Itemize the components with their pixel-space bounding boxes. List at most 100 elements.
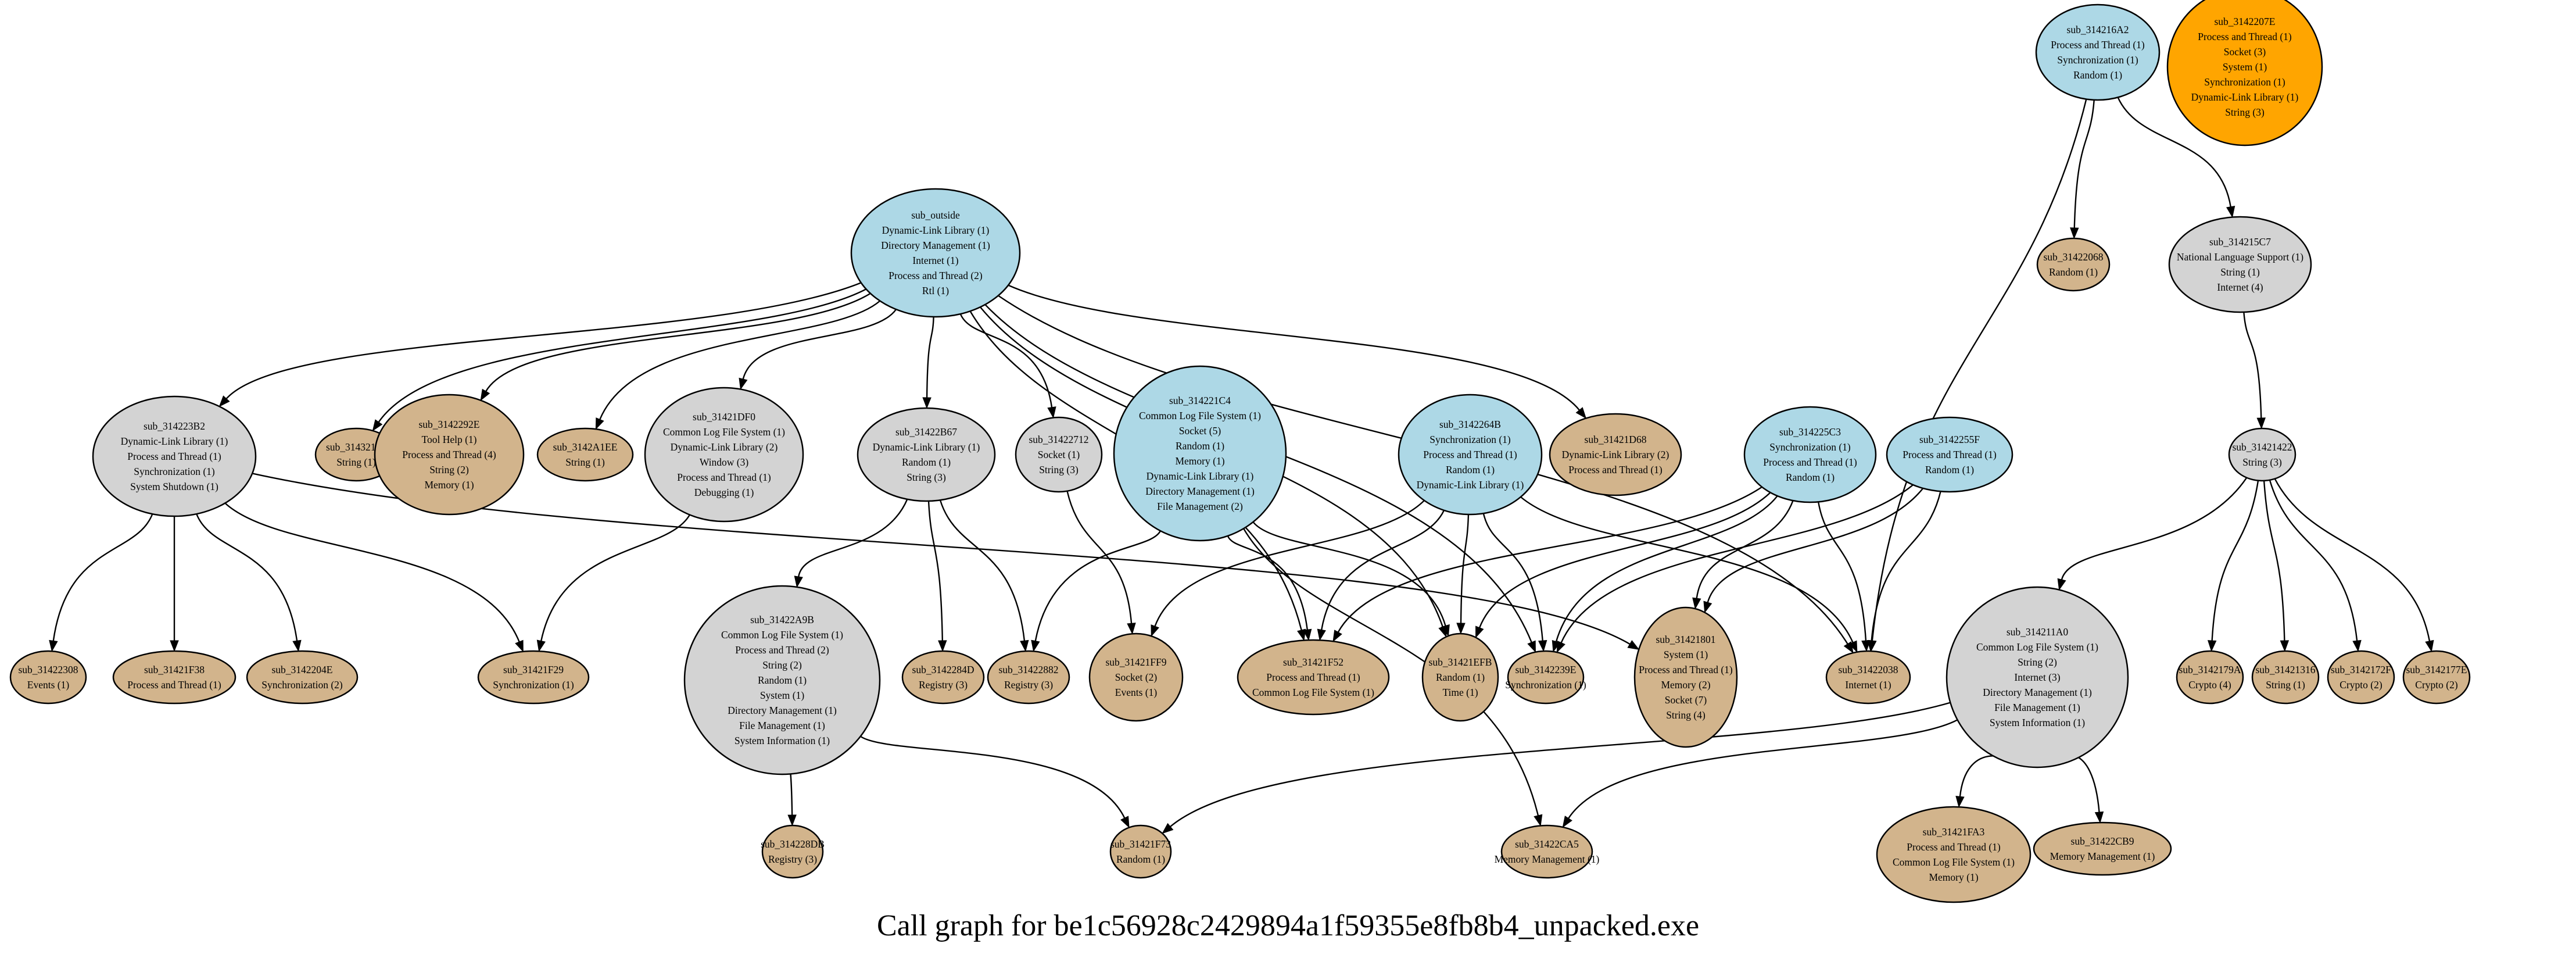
node-shape-internal [644, 387, 804, 523]
edge-sub-outside-to-sub-3142292e [485, 292, 871, 392]
edge-sub-3142264b-to-sub-31421f52 [1321, 510, 1445, 630]
arrowhead-icon [1562, 816, 1572, 828]
node-name: sub_3142179A [2179, 664, 2241, 675]
node-api-category: Process and Thread (1) [1903, 449, 1997, 460]
arrowhead-icon [1317, 628, 1326, 641]
node-api-category: String (2) [429, 464, 469, 476]
arrowhead-icon [2226, 205, 2235, 218]
edge-sub-outside-to-sub-31422b67 [926, 316, 934, 398]
node-shape-leaf [2176, 650, 2244, 705]
edge-sub-314223b2-to-sub-31422308 [52, 513, 153, 641]
arrowhead-icon [1332, 630, 1342, 642]
node-shape-internal [1946, 586, 2129, 768]
node-name: sub_31421D68 [1585, 434, 1647, 445]
node-api-category: Common Log File System (1) [1893, 856, 2015, 868]
node-name: sub_31421FF9 [1105, 656, 1166, 668]
edge-sub-outside-to-sub-31422712 [959, 313, 1053, 407]
node-api-category: Dynamic-Link Library (1) [121, 435, 228, 447]
arrowhead-icon [515, 639, 524, 653]
node-shape-leaf [2033, 821, 2172, 876]
node-shape-internal [92, 395, 257, 517]
node-api-category: Memory Management (1) [1495, 853, 1600, 865]
node-name: sub_31422068 [2043, 251, 2103, 263]
edge-sub-outside-to-sub-31421d68 [1008, 284, 1580, 411]
edge-sub-31422a9b-to-sub-31421f73 [860, 735, 1126, 818]
arrowhead-icon [170, 640, 179, 652]
arrowhead-icon [292, 639, 302, 652]
node-name: sub_314223B2 [144, 420, 205, 432]
arrowhead-icon [1703, 600, 1712, 613]
node-name: sub_31421F38 [144, 664, 205, 675]
arrowhead-icon [787, 814, 797, 827]
node-shape-leaf [1876, 806, 2032, 903]
arrowhead-icon [1303, 628, 1312, 641]
node-shape-leaf [374, 394, 525, 516]
node-name: sub_3142239E [1515, 664, 1577, 675]
edge-sub-31422b67-to-sub-31422882 [939, 499, 1026, 641]
arrowhead-icon [2070, 227, 2079, 240]
node-api-category: Registry (3) [768, 853, 817, 865]
arrowhead-icon [1627, 640, 1640, 650]
node-api-category: Random (1) [1925, 464, 1974, 476]
node-sub-314228db[interactable]: sub_314228DB Registry (3) [761, 824, 825, 879]
edge-sub-3142264b-to-sub-31421ff9 [1154, 500, 1425, 627]
edge-sub-outside-to-sub-31421df0 [742, 309, 897, 380]
node-name: sub_31421422 [2232, 441, 2292, 453]
edge-sub-outside-to-sub-314321f3 [378, 288, 867, 423]
node-shape-leaf [2036, 237, 2111, 292]
node-api-category: Directory Management (1) [881, 240, 990, 251]
node-api-category: Synchronization (1) [1505, 679, 1586, 691]
node-sub-3142239e[interactable]: sub_3142239E Synchronization (1) [1505, 650, 1586, 705]
node-name: sub_31422B67 [895, 426, 957, 438]
node-api-category: Memory Management (1) [2050, 850, 2155, 862]
edge-sub-314225c3-to-sub-31421801 [1696, 500, 1794, 599]
node-api-category: Internet (1) [1845, 679, 1891, 691]
node-shape-leaf [2327, 650, 2395, 705]
node-api-category: Crypto (2) [2415, 679, 2458, 691]
node-shape-internal [1015, 416, 1103, 493]
node-name: sub_31421801 [1656, 634, 1715, 645]
node-shape-leaf [761, 824, 824, 879]
node-api-category: Directory Management (1) [728, 705, 837, 716]
edge-sub-314225c3-to-sub-31422038 [1817, 502, 1867, 641]
node-name: sub_314228DB [761, 838, 825, 850]
